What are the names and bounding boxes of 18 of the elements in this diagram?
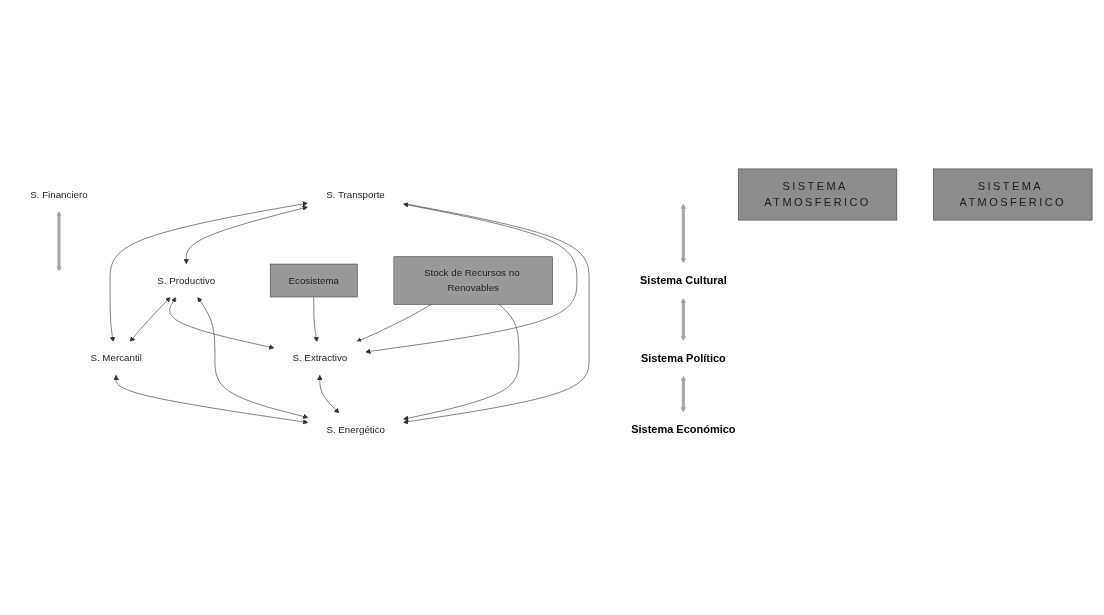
node-text: S. Mercantil bbox=[90, 352, 142, 363]
node-text: Sistema Económico bbox=[631, 422, 736, 435]
node-box bbox=[737, 168, 898, 220]
flow-diagram: S. Transporte S. Mercantil S. Productivo S. Extractivo S. Energético S. Financiero Sistema Cultural Sistema Político Sistema Económico Ecosistema Stock de Recursos no Renovables SISTEMA ATMOSFERICO SISTEMA ATMOSFERICO bbox=[7, 163, 1097, 452]
node-text: S. Extractivo bbox=[292, 352, 348, 363]
node-text: S. Productivo bbox=[157, 274, 216, 285]
arrow bbox=[56, 210, 62, 272]
node-box bbox=[393, 255, 553, 305]
node-text: S. Financiero bbox=[30, 188, 88, 199]
node-text: S. Transporte bbox=[326, 188, 385, 199]
node-text: S. Energético bbox=[326, 423, 385, 435]
node-box bbox=[933, 168, 1093, 220]
arrow bbox=[680, 375, 687, 413]
node-text: Sistema Político bbox=[640, 351, 726, 364]
node-text: Sistema Cultural bbox=[640, 273, 727, 286]
arrow bbox=[680, 297, 687, 341]
arrow bbox=[680, 203, 687, 263]
node-box bbox=[269, 263, 358, 297]
